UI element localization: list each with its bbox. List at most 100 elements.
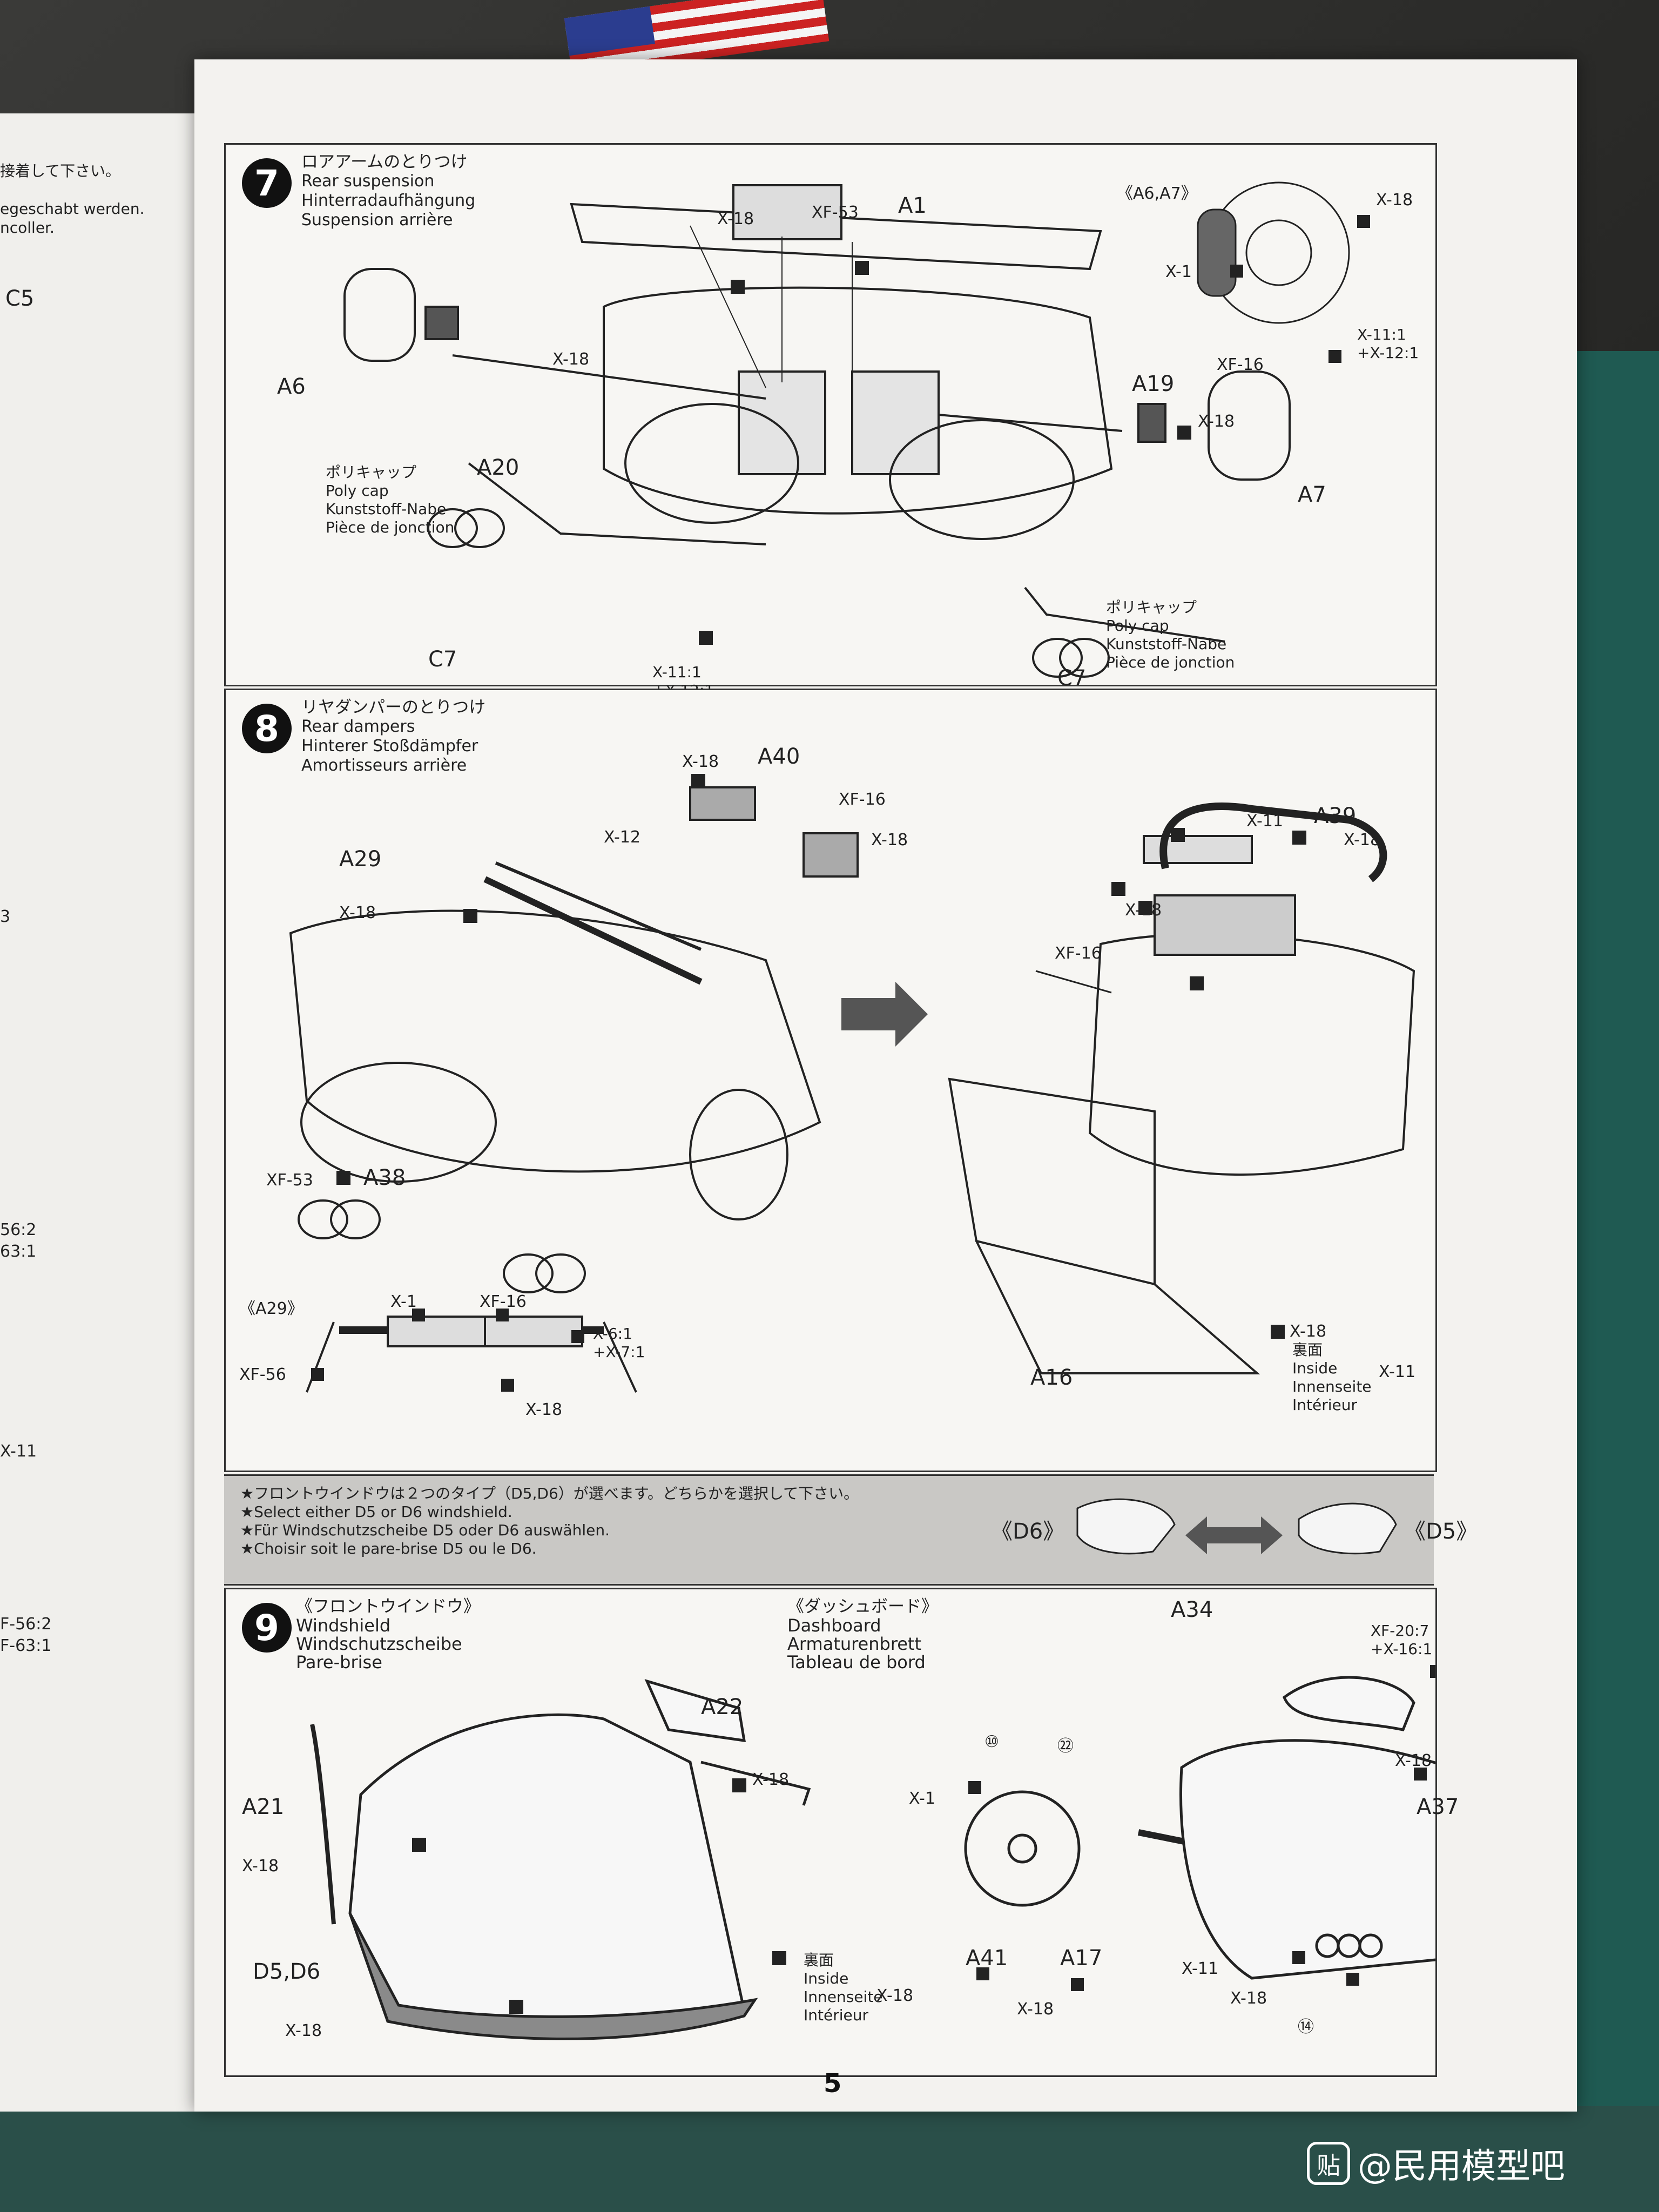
step9-label-a22: A22 bbox=[701, 1695, 744, 1719]
step8-label-x18-right-of-a40: X-18 bbox=[871, 831, 908, 849]
step8-inset-x1: X-1 bbox=[390, 1292, 417, 1311]
step8-label-xf16: XF-16 bbox=[839, 790, 886, 809]
step8-label-a29: A29 bbox=[339, 847, 382, 872]
step8-title-de: Hinterer Stoßdämpfer bbox=[301, 737, 478, 756]
step9-inside-note: 裏面 Inside Innenseite Intérieur bbox=[804, 1951, 883, 2024]
page-number: 5 bbox=[824, 2068, 842, 2099]
step7-title-de: Hinterradaufhängung bbox=[301, 191, 476, 210]
step8-label-a40: A40 bbox=[758, 744, 800, 769]
step9-label-a21: A21 bbox=[242, 1795, 285, 1819]
step8-label-xf53: XF-53 bbox=[266, 1171, 313, 1190]
windshield-option-d5: 《D5》 bbox=[1404, 1519, 1478, 1544]
step8-inside-note: 裏面 Inside Innenseite Intérieur bbox=[1292, 1341, 1372, 1414]
left-label-63: 63:1 bbox=[0, 1242, 37, 1261]
step7-label-a20: A20 bbox=[477, 455, 520, 480]
step8-label-a38: A38 bbox=[363, 1165, 406, 1190]
left-page: 接着して下さい。 egeschabt werden. ncoller. C5 3… bbox=[0, 113, 200, 2112]
left-fragment-1: 接着して下さい。 bbox=[0, 162, 121, 180]
step9-label-a37: A37 bbox=[1417, 1795, 1459, 1819]
windshield-options-drawing bbox=[1076, 1498, 1397, 1555]
step7-label-x18-left: X-18 bbox=[552, 350, 590, 369]
step7-label-c7-right: C7 bbox=[1057, 666, 1087, 691]
step8-inset-xf56: XF-56 bbox=[239, 1365, 286, 1384]
step7-panel: 7 ロアアームのとりつけ Rear suspension Hinterradau… bbox=[224, 143, 1437, 699]
step8-label-x18-a39: X-18 bbox=[1344, 831, 1381, 849]
step8-label-x18-a16: X-18 bbox=[1290, 1322, 1327, 1341]
step9-label-x18-a22: X-18 bbox=[752, 1770, 790, 1789]
watermark-text: @民用模型吧 bbox=[1358, 2147, 1565, 2187]
step8-label-xf16-right: XF-16 bbox=[1055, 944, 1102, 963]
step8-rear-damper-drawing bbox=[289, 774, 1415, 1393]
step9-label-x18-bottom: X-18 bbox=[285, 2021, 322, 2040]
step8-label-x11-inside: X-11 bbox=[1379, 1363, 1416, 1381]
step9-label-a34: A34 bbox=[1171, 1597, 1213, 1622]
step7-title-fr: Suspension arrière bbox=[301, 211, 453, 230]
step7-polycap-right: ポリキャップ Poly cap Kunststoff-Nabe Pièce de… bbox=[1106, 598, 1235, 671]
cutting-mat-edge bbox=[0, 2106, 1659, 2212]
tieba-icon: 贴 bbox=[1307, 2142, 1350, 2185]
step9-label-a17: A17 bbox=[1060, 1946, 1103, 1971]
step9-dashboard-names: Dashboard Armaturenbrett Tableau de bord bbox=[787, 1615, 926, 1673]
step8-title-fr: Amortisseurs arrière bbox=[301, 756, 467, 775]
step8-title: リヤダンパーのとりつけ Rear dampers Hinterer Stoßdä… bbox=[301, 698, 485, 775]
step8-label-a39: A39 bbox=[1314, 804, 1357, 828]
step8-label-x18-top: X-18 bbox=[682, 752, 719, 771]
step9-panel: 9 《フロントウインドウ》 Windshield Windschutzschei… bbox=[224, 1588, 1459, 2077]
step8-label-x18-left: X-18 bbox=[339, 903, 376, 922]
step7-inset-x1: X-1 bbox=[1165, 262, 1192, 281]
step7-label-x18-right: X-18 bbox=[1198, 412, 1235, 431]
step7-title-jp: ロアアームのとりつけ bbox=[301, 152, 468, 172]
step9-label-x18-inside: X-18 bbox=[876, 1986, 914, 2005]
step9-label-a41: A41 bbox=[966, 1946, 1008, 1971]
step9-label-xf20-mix: XF-20:7 +X-16:1 bbox=[1371, 1622, 1433, 1658]
watermark: 贴 @民用模型吧 bbox=[1307, 2139, 1565, 2188]
step9-label-x11: X-11 bbox=[1182, 1959, 1219, 1978]
instruction-page: 7 ロアアームのとりつけ Rear suspension Hinterradau… bbox=[194, 59, 1577, 2112]
left-label-x11: X-11 bbox=[0, 1442, 37, 1461]
step7-label-a1: A1 bbox=[898, 193, 927, 218]
step7-label-a6: A6 bbox=[277, 374, 306, 399]
step7-label-xf53: XF-53 bbox=[812, 203, 859, 222]
step8-label-x11: X-11 bbox=[1246, 812, 1284, 831]
step8-number: 8 bbox=[242, 704, 292, 753]
step8-label-x18-mid: X-18 bbox=[1125, 901, 1162, 920]
step9-dashboard-title: 《ダッシュボード》 Dashboard Armaturenbrett Table… bbox=[787, 1597, 938, 1671]
left-fragment-2: egeschabt werden. bbox=[0, 200, 145, 218]
step9-windshield-jp: 《フロントウインドウ》 bbox=[296, 1597, 480, 1616]
step8-label-x12: X-12 bbox=[604, 828, 641, 847]
step7-inset-x18: X-18 bbox=[1376, 191, 1413, 210]
step9-dashboard-jp: 《ダッシュボード》 bbox=[787, 1597, 938, 1616]
step8-title-en: Rear dampers bbox=[301, 717, 415, 736]
left-fragment-3: ncoller. bbox=[0, 219, 55, 237]
step7-number: 7 bbox=[242, 158, 292, 208]
step8-label-a16: A16 bbox=[1030, 1365, 1073, 1390]
step9-windshield-title: 《フロントウインドウ》 Windshield Windschutzscheibe… bbox=[296, 1597, 480, 1671]
left-label-3: 3 bbox=[0, 907, 11, 926]
step7-inset-title: 《A6,A7》 bbox=[1117, 184, 1197, 203]
step7-label-c7-left: C7 bbox=[428, 647, 457, 672]
step9-label-x18-a37: X-18 bbox=[1395, 1751, 1432, 1770]
step7-title: ロアアームのとりつけ Rear suspension Hinterradaufh… bbox=[301, 152, 475, 230]
step9-label-circled-14: ⑭ bbox=[1298, 2018, 1314, 2036]
step9-label-x1: X-1 bbox=[909, 1789, 935, 1808]
step8-inset-title: 《A29》 bbox=[239, 1299, 304, 1318]
step7-title-en: Rear suspension bbox=[301, 172, 435, 191]
step9-label-circled-10: ⑩ bbox=[984, 1732, 999, 1751]
left-label-f56: F-56:2 bbox=[0, 1615, 52, 1634]
step9-label-x18-a21: X-18 bbox=[242, 1857, 279, 1876]
step9-windshield-dashboard-drawing bbox=[310, 1665, 1435, 2040]
step9-number: 9 bbox=[242, 1603, 292, 1653]
left-label-f63: F-63:1 bbox=[0, 1636, 52, 1655]
step9-label-d5d6: D5,D6 bbox=[253, 1959, 321, 1984]
step8-inset-x18: X-18 bbox=[525, 1400, 563, 1419]
step8-inset-xf16: XF-16 bbox=[480, 1292, 527, 1311]
step7-label-x18-top: X-18 bbox=[717, 210, 754, 228]
step7-rear-suspension-drawing bbox=[343, 181, 1370, 678]
windshield-choice-band: ★フロントウインドウは２つのタイプ（D5,D6）が選べます。どちらかを選択して下… bbox=[224, 1474, 1478, 1586]
step7-inset-mix: X-11:1 +X-12:1 bbox=[1357, 326, 1419, 362]
step7-inset-xf16: XF-16 bbox=[1217, 355, 1264, 374]
step8-inset-mix: X-6:1 +X-7:1 bbox=[593, 1325, 645, 1361]
windshield-option-d6: 《D6》 bbox=[991, 1519, 1065, 1544]
step9-windshield-names: Windshield Windschutzscheibe Pare-brise bbox=[296, 1615, 462, 1673]
step9-label-x18-dash: X-18 bbox=[1230, 1989, 1267, 2008]
